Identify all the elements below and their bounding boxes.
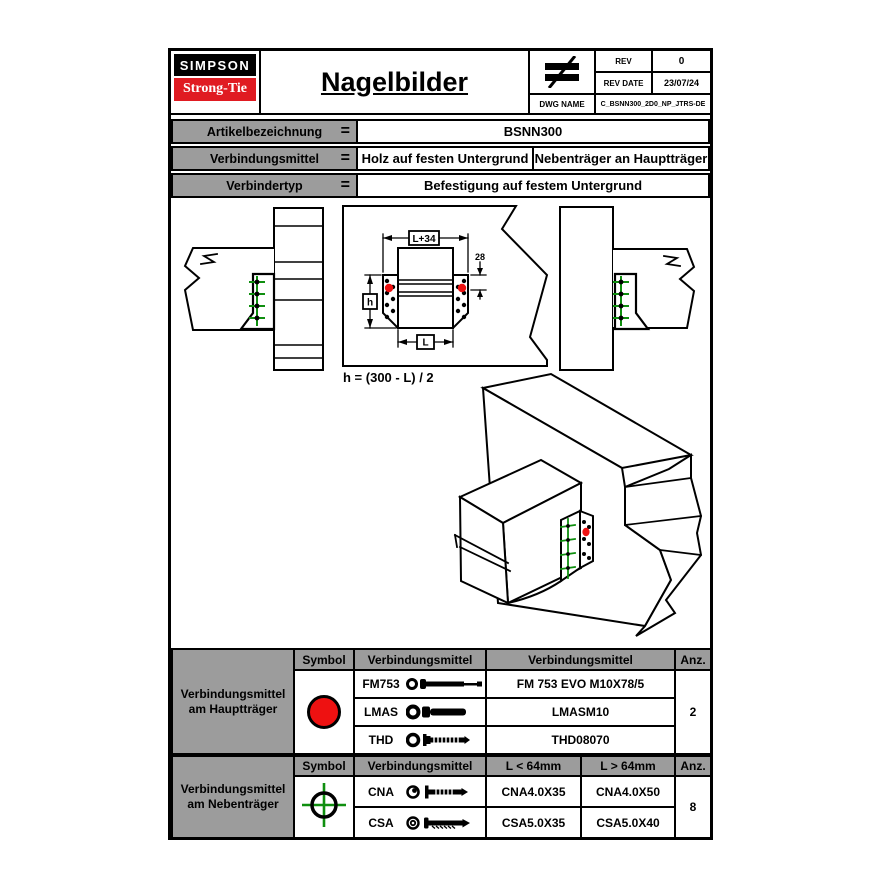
dim-top [382, 230, 469, 273]
verbindertyp-value: Befestigung auf festem Untergrund [423, 178, 643, 193]
logo-strongtie: Strong-Tie [174, 78, 256, 101]
neben-anzahl: 8 [674, 775, 712, 839]
fastener-value: LMASM10 [485, 697, 676, 727]
fastener-value-gt: CSA5.0X40 [580, 806, 676, 839]
info-row-verbindertyp: Verbindertyp = Befestigung auf festem Un… [171, 173, 710, 198]
neben-symbol-cell [293, 775, 355, 839]
svg-text:h: h [367, 298, 373, 309]
rev-date-value: 23/07/24 [653, 73, 710, 93]
col-verbindungsmittel-2: Verbindungsmittel [485, 648, 676, 671]
col-symbol: Symbol [293, 648, 355, 671]
fastener-code: THD [368, 733, 394, 747]
col-verbindungsmittel-1: Verbindungsmittel [353, 648, 487, 671]
cna-nail-icon [406, 784, 468, 799]
rev-value: 0 [653, 51, 710, 71]
fastener-row: CSA [353, 806, 487, 839]
haupttraeger-fastener-table: Verbindungsmittel am Hauptträger Symbol … [171, 648, 712, 755]
fm753-anchor-icon [406, 678, 482, 690]
info-row-artikelbezeichnung: Artikelbezeichnung = BSNN300 [171, 119, 710, 144]
nebentraeger-fastener-table: Verbindungsmittel am Nebenträger Symbol … [171, 755, 712, 839]
equals-sign: = [340, 121, 350, 139]
sheet-title: Nagelbilder [320, 66, 469, 97]
dwg-name-label: DWG NAME [530, 95, 594, 113]
equals-sign: = [340, 175, 350, 193]
fastener-value-lt: CNA4.0X35 [485, 775, 582, 808]
bolt-markers [384, 283, 467, 293]
svg-text:L: L [422, 338, 428, 349]
red-circle-bolt-icon [307, 695, 341, 729]
logo-simpson: SIMPSON [174, 54, 256, 76]
projection-symbol-icon [530, 51, 594, 93]
sheet-title-cell: Nagelbilder [261, 51, 530, 113]
fastener-code: CNA [368, 784, 394, 799]
info-label-text: Verbindertyp [226, 178, 303, 193]
info-row-verbindungsmittel: Verbindungsmittel = Holz auf festen Unte… [171, 146, 710, 171]
front-view-panel: L+34 h L [342, 205, 549, 367]
revision-table: REV 0 REV DATE 23/07/24 DWG NAME C_BSNN3… [530, 51, 710, 113]
lmas-anchor-icon [406, 704, 466, 720]
col-anzahl: Anz. [674, 648, 712, 671]
fastener-code: LMAS [364, 705, 398, 719]
fastener-code: FM753 [362, 677, 400, 691]
info-label: Verbindungsmittel = [173, 148, 358, 169]
fastener-value: FM 753 EVO M10X78/5 [485, 669, 676, 699]
verbindungsmittel-value-2: Nebenträger an Hauptträger [532, 148, 708, 169]
artikel-value: BSNN300 [503, 124, 563, 139]
verbindungsmittel-value-1: Holz auf festen Untergrund [361, 151, 529, 166]
height-formula: h = (300 - L) / 2 [343, 370, 434, 385]
fastener-row: THD [353, 725, 487, 755]
info-label: Artikelbezeichnung = [173, 121, 358, 142]
csa-screw-icon [406, 815, 470, 830]
left-side-view [183, 207, 324, 371]
green-crosshair-nail-icon [302, 782, 346, 827]
fastener-row: LMAS [353, 697, 487, 727]
info-label: Verbindertyp = [173, 175, 358, 196]
isometric-view [453, 372, 703, 637]
drawing-sheet: SIMPSON Strong-Tie Nagelbilder REV 0 REV… [168, 48, 713, 840]
fastener-value-lt: CSA5.0X35 [485, 806, 582, 839]
haupt-anzahl: 2 [674, 669, 712, 755]
dim-left [362, 274, 397, 329]
fastener-value: THD08070 [485, 725, 676, 755]
nail-holes [384, 278, 467, 320]
dim-right [470, 261, 487, 300]
equals-sign: = [340, 148, 350, 166]
dwg-name-value: C_BSNN300_2D0_NP_JTRS-DE [596, 95, 710, 113]
fastener-code: CSA [368, 815, 394, 830]
thd-screw-anchor-icon [406, 732, 470, 748]
rev-date-label: REV DATE [596, 73, 651, 93]
fastener-row: CNA [353, 775, 487, 808]
col-symbol: Symbol [293, 755, 355, 777]
nebentraeger-row-label: Verbindungsmittel am Nebenträger [171, 755, 295, 839]
bolt-marker-3d [582, 527, 590, 537]
info-label-text: Artikelbezeichnung [206, 124, 323, 139]
col-l-lt-64: L < 64mm [485, 755, 582, 777]
svg-text:L+34: L+34 [412, 234, 436, 245]
title-block: SIMPSON Strong-Tie Nagelbilder REV 0 REV… [171, 51, 710, 115]
fastener-value-gt: CNA4.0X50 [580, 775, 676, 808]
info-label-text: Verbindungsmittel [209, 151, 320, 166]
haupt-symbol-cell [293, 669, 355, 755]
col-verbindungsmittel: Verbindungsmittel [353, 755, 487, 777]
right-side-view [559, 206, 696, 371]
svg-text:28: 28 [475, 252, 485, 262]
rev-label: REV [596, 51, 651, 71]
haupttraeger-row-label: Verbindungsmittel am Hauptträger [171, 648, 295, 755]
fastener-row: FM753 [353, 669, 487, 699]
simpson-strongtie-logo: SIMPSON Strong-Tie [171, 51, 261, 113]
col-anzahl: Anz. [674, 755, 712, 777]
col-l-gt-64: L > 64mm [580, 755, 676, 777]
technical-drawing: L+34 h L [171, 198, 710, 648]
dim-bottom [397, 329, 454, 350]
